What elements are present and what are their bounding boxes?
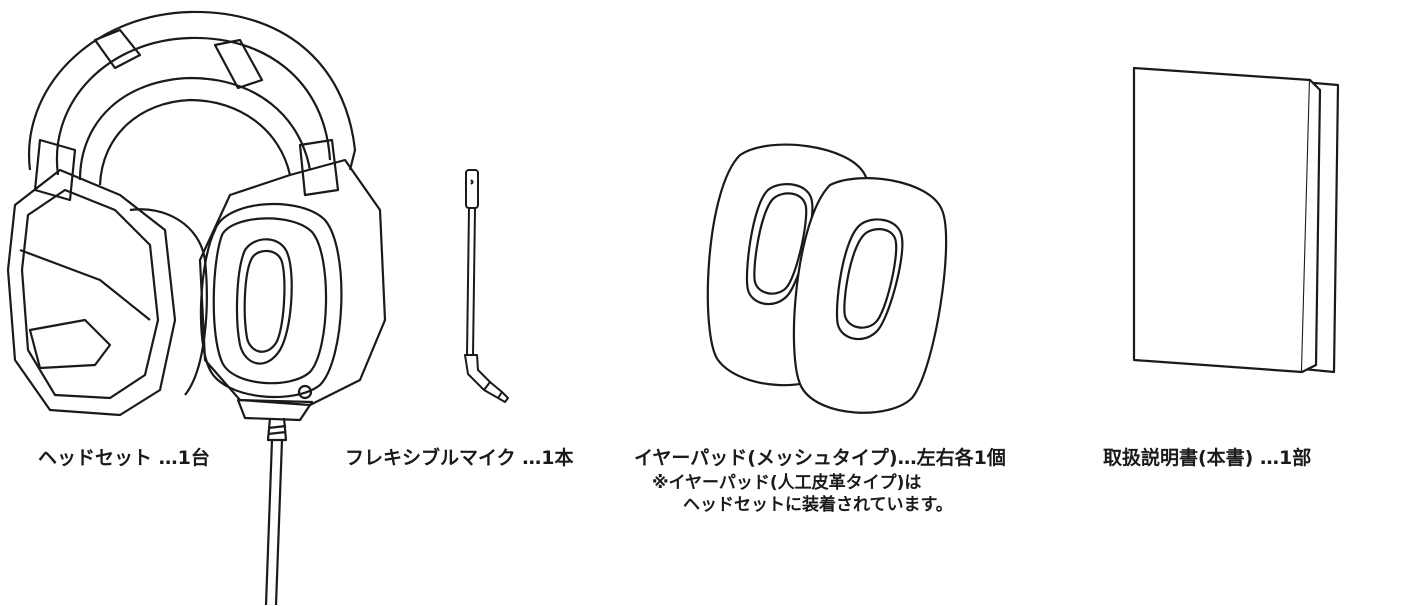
earpads-note-line2: ヘッドセットに装着されています。 <box>683 495 953 515</box>
earpads-note: ※イヤーパッド(人工皮革タイプ)は ヘッドセットに装着されています。 <box>652 472 953 516</box>
headset-caption: ヘッドセット …1台 <box>38 447 210 469</box>
earpads-note-line1: ※イヤーパッド(人工皮革タイプ)は <box>652 473 922 493</box>
manual-caption: 取扱説明書(本書) …1部 <box>1103 447 1312 469</box>
manual-icon <box>1132 66 1340 374</box>
earpads-caption: イヤーパッド(メッシュタイプ)…左右各1個 <box>634 447 1006 469</box>
headset-icon <box>6 10 387 606</box>
earpads-icon <box>706 143 948 414</box>
flexible-microphone-icon <box>464 169 509 403</box>
microphone-caption: フレキシブルマイク …1本 <box>345 447 574 469</box>
